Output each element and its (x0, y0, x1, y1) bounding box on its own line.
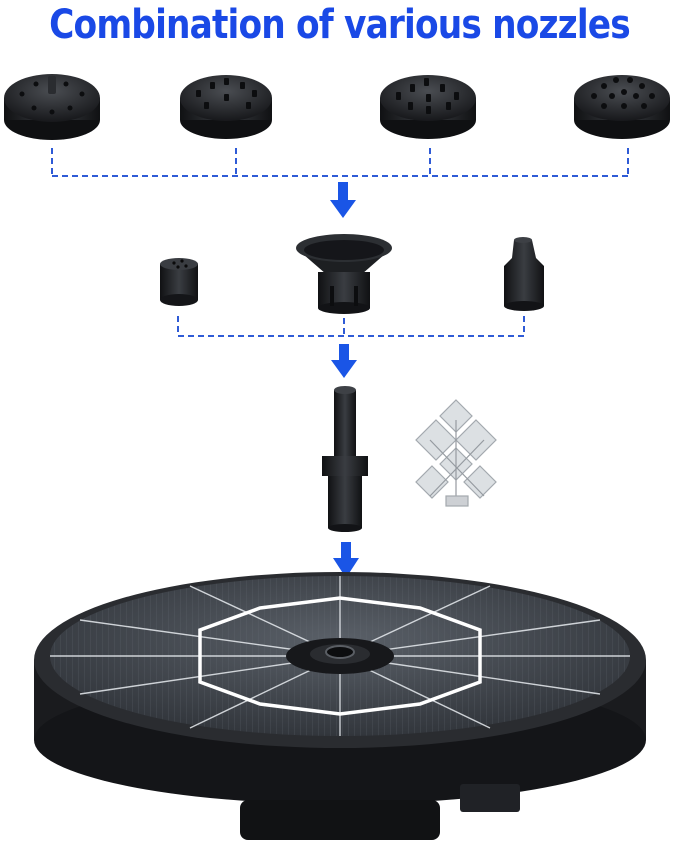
down-arrow-icon (330, 182, 356, 218)
cone-nozzle-icon (504, 237, 544, 311)
top-connector (51, 148, 629, 177)
small-cap-icon (160, 258, 198, 306)
windmill-spinner-icon (415, 399, 497, 507)
sprinkler-head-4-icon (574, 75, 670, 139)
extension-pipe-icon (322, 386, 368, 532)
sprinkler-head-2-icon (180, 75, 272, 139)
down-arrow-icon (333, 542, 359, 578)
middle-connector (177, 316, 525, 337)
solar-fountain-pump-icon (34, 572, 646, 840)
sprinkler-head-1-icon (4, 74, 100, 140)
down-arrow-icon (331, 344, 357, 378)
funnel-nozzle-icon (296, 234, 392, 314)
page-title: Combination of various nozzles (49, 2, 631, 48)
sprinkler-head-3-icon (380, 75, 476, 139)
